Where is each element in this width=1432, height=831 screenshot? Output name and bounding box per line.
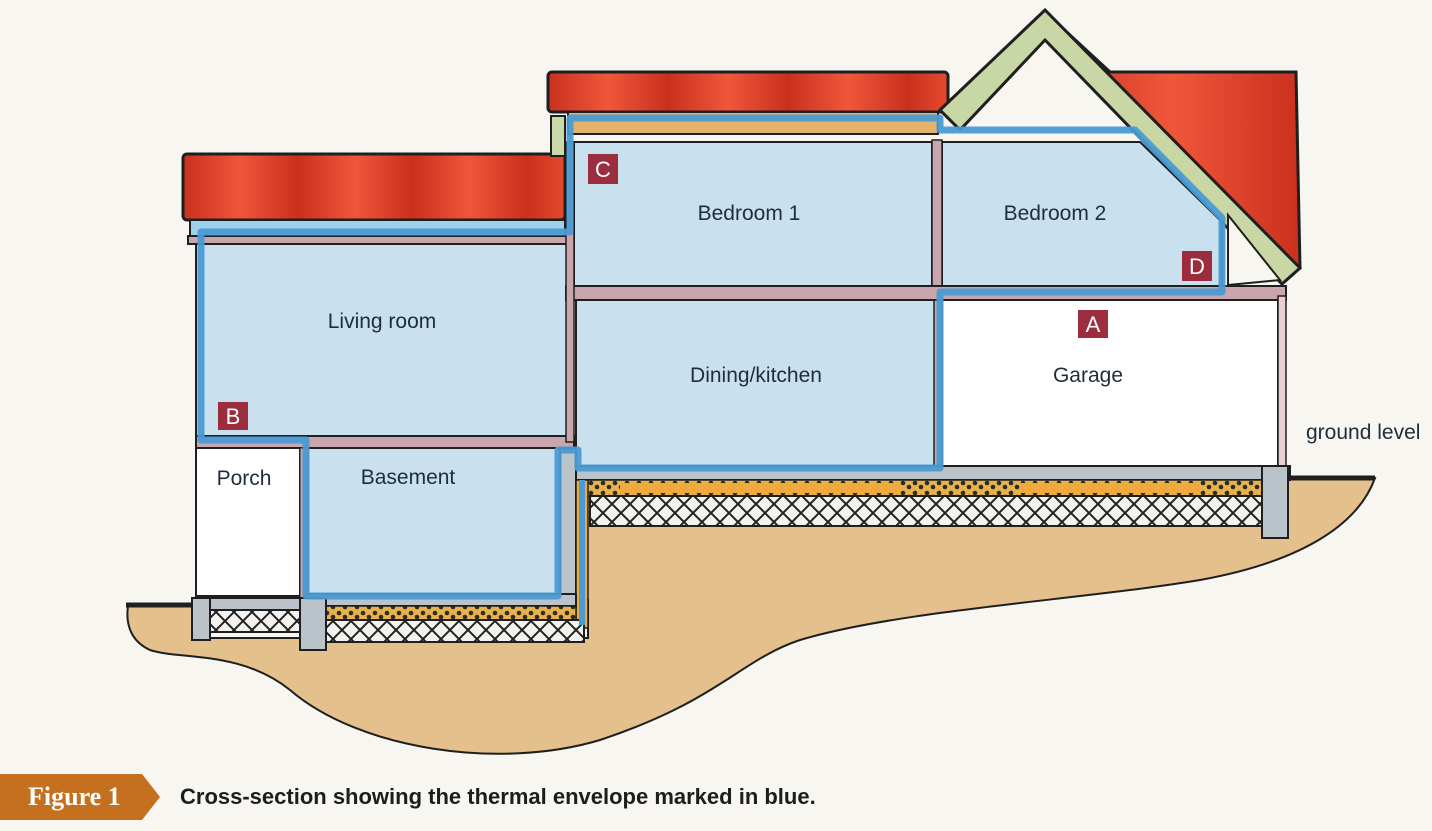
slab-insulation-2 (1020, 483, 1200, 493)
marker-b: B (218, 402, 248, 430)
slab-hardcore (589, 495, 1263, 527)
soil (126, 477, 1377, 755)
label-bedroom-1: Bedroom 1 (698, 202, 801, 225)
basement (303, 447, 561, 595)
living-room (195, 243, 569, 437)
fascia-board (550, 115, 566, 157)
bedroom-1 (573, 141, 933, 287)
porch-slab (195, 597, 301, 611)
left-ceiling-joist (187, 235, 569, 245)
marker-c: C (588, 154, 618, 184)
label-basement: Basement (361, 466, 456, 489)
marker-b-label: B (226, 404, 241, 429)
figure-caption-bar: Figure 1 Cross-section showing the therm… (0, 774, 1432, 820)
basement-gravel (325, 605, 577, 621)
dining-kitchen (575, 299, 937, 467)
porch (195, 447, 301, 597)
marker-c-label: C (595, 157, 611, 182)
label-bedroom-2: Bedroom 2 (1004, 202, 1107, 225)
left-roof (181, 152, 567, 222)
marker-d-label: D (1189, 254, 1205, 279)
basement-footing (299, 597, 327, 651)
porch-footing (191, 597, 211, 641)
label-living-room: Living room (328, 310, 437, 333)
label-ground-level: ground level (1306, 421, 1420, 444)
label-dining-kitchen: Dining/kitchen (690, 364, 822, 387)
thermal-envelope-main (197, 114, 1226, 600)
figure-caption: Cross-section showing the thermal envelo… (180, 784, 816, 809)
porch-hardcore (207, 609, 301, 633)
slab-insulation (620, 483, 900, 493)
marker-d: D (1182, 251, 1212, 281)
house-cross-section-diagram: Living room Bedroom 1 Bedroom 2 Dining/k… (126, 7, 1420, 755)
basement-hardcore (325, 619, 585, 643)
slab-footing-right (1261, 465, 1289, 539)
bedroom-divider-wall (931, 139, 943, 289)
gable-attic (1227, 212, 1282, 287)
marker-a: A (1078, 310, 1108, 338)
label-garage: Garage (1053, 364, 1123, 387)
garage-wall (1277, 295, 1287, 469)
label-porch: Porch (217, 467, 272, 490)
upper-roof (546, 70, 950, 114)
marker-a-label: A (1086, 312, 1101, 337)
figure-tag: Figure 1 (0, 774, 160, 820)
